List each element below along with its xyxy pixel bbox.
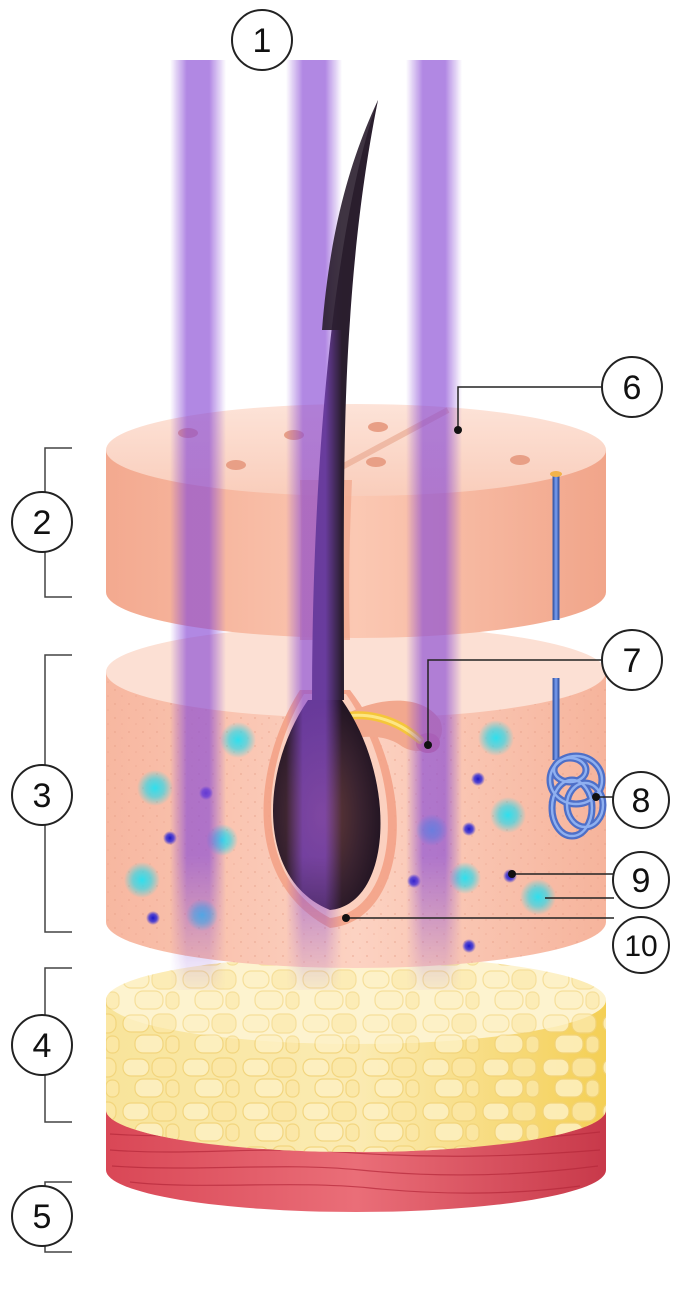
svg-text:4: 4 bbox=[33, 1027, 52, 1065]
layer-brackets bbox=[45, 448, 72, 1252]
callout-10: 10 bbox=[613, 917, 669, 973]
svg-text:9: 9 bbox=[632, 862, 651, 900]
callout-8: 8 bbox=[613, 772, 669, 828]
callout-3: 3 bbox=[12, 765, 72, 825]
svg-text:2: 2 bbox=[33, 504, 52, 542]
laser-beam-left bbox=[170, 60, 226, 990]
svg-text:7: 7 bbox=[623, 642, 642, 680]
svg-text:8: 8 bbox=[632, 782, 651, 820]
callout-5: 5 bbox=[12, 1186, 72, 1246]
callout-6: 6 bbox=[602, 357, 662, 417]
laser-beam-center bbox=[286, 60, 342, 990]
callout-7: 7 bbox=[602, 630, 662, 690]
svg-text:1: 1 bbox=[253, 22, 272, 60]
svg-text:5: 5 bbox=[33, 1198, 52, 1236]
svg-text:3: 3 bbox=[33, 777, 52, 815]
callout-2: 2 bbox=[12, 492, 72, 552]
callout-1: 1 bbox=[232, 10, 292, 70]
callout-9: 9 bbox=[613, 852, 669, 908]
svg-text:6: 6 bbox=[623, 369, 642, 407]
laser-beams bbox=[170, 60, 462, 990]
svg-text:10: 10 bbox=[624, 930, 657, 963]
laser-beam-right bbox=[406, 60, 462, 990]
callout-4: 4 bbox=[12, 1015, 72, 1075]
